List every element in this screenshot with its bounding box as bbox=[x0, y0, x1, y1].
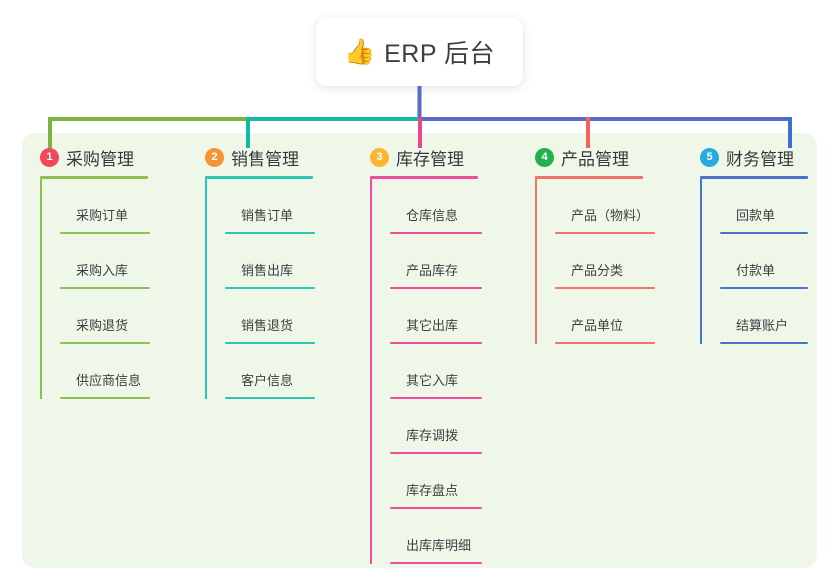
thumbs-up-icon: 👍 bbox=[343, 37, 376, 66]
list-item-rule bbox=[720, 287, 808, 289]
root-node-title: ERP 后台 bbox=[384, 40, 496, 68]
column-header-rule-2 bbox=[205, 176, 313, 179]
list-item[interactable]: 采购订单 bbox=[60, 179, 150, 234]
column-title-3: 库存管理 bbox=[396, 149, 464, 169]
list-item-label: 其它入库 bbox=[406, 373, 459, 388]
list-item[interactable]: 客户信息 bbox=[225, 344, 315, 399]
column-badge-5: 5 bbox=[700, 147, 719, 167]
column-badge-3: 3 bbox=[370, 147, 389, 167]
list-item-rule bbox=[720, 232, 808, 234]
list-item-rule bbox=[390, 232, 482, 234]
list-item-label: 仓库信息 bbox=[406, 208, 459, 223]
list-item-rule bbox=[390, 452, 482, 454]
list-item[interactable]: 销售出库 bbox=[225, 234, 315, 289]
list-item-rule bbox=[225, 397, 315, 399]
list-item-rule bbox=[225, 342, 315, 344]
list-item-label: 产品单位 bbox=[571, 318, 624, 333]
list-item[interactable]: 销售退货 bbox=[225, 289, 315, 344]
list-item-rule bbox=[390, 562, 482, 564]
list-item-rule bbox=[555, 342, 655, 344]
list-item-rule bbox=[555, 287, 655, 289]
column-header-1[interactable]: 1 采购管理 bbox=[40, 145, 148, 169]
list-item-label: 客户信息 bbox=[241, 373, 294, 388]
column-items-1: 采购订单采购入库采购退货供应商信息 bbox=[40, 179, 150, 399]
list-item-label: 付款单 bbox=[736, 263, 776, 278]
column-title-1: 采购管理 bbox=[66, 149, 134, 169]
list-item-rule bbox=[225, 232, 315, 234]
column-title-2: 销售管理 bbox=[231, 149, 299, 169]
column-header-3[interactable]: 3 库存管理 bbox=[370, 145, 478, 169]
list-item[interactable]: 供应商信息 bbox=[60, 344, 150, 399]
column-header-rule-5 bbox=[700, 176, 808, 179]
list-item-label: 出库库明细 bbox=[406, 538, 472, 553]
list-item[interactable]: 回款单 bbox=[720, 179, 808, 234]
list-item-label: 销售退货 bbox=[241, 318, 294, 333]
column-title-4: 产品管理 bbox=[561, 149, 629, 169]
list-item[interactable]: 产品库存 bbox=[390, 234, 482, 289]
list-item-label: 回款单 bbox=[736, 208, 776, 223]
column-badge-4: 4 bbox=[535, 147, 554, 167]
column-header-rule-1 bbox=[40, 176, 148, 179]
column-4: 4 产品管理产品（物料） 产品分类产品单位 bbox=[535, 145, 655, 344]
list-item-rule bbox=[60, 397, 150, 399]
diagram-background-panel bbox=[22, 133, 817, 568]
column-3: 3 库存管理仓库信息产品库存其它出库其它入库库存调拨库存盘点出库库明细 bbox=[370, 145, 482, 564]
list-item-label: 产品库存 bbox=[406, 263, 459, 278]
column-header-5[interactable]: 5 财务管理 bbox=[700, 145, 808, 169]
list-item-label: 供应商信息 bbox=[76, 373, 142, 388]
list-item-rule bbox=[60, 232, 150, 234]
list-item[interactable]: 库存盘点 bbox=[390, 454, 482, 509]
column-items-3: 仓库信息产品库存其它出库其它入库库存调拨库存盘点出库库明细 bbox=[370, 179, 482, 564]
list-item-label: 库存调拨 bbox=[406, 428, 459, 443]
column-1: 1 采购管理采购订单采购入库采购退货供应商信息 bbox=[40, 145, 150, 399]
column-items-5: 回款单付款单结算账户 bbox=[700, 179, 808, 344]
list-item-label: 采购退货 bbox=[76, 318, 129, 333]
list-item[interactable]: 销售订单 bbox=[225, 179, 315, 234]
list-item[interactable]: 仓库信息 bbox=[390, 179, 482, 234]
list-item[interactable]: 结算账户 bbox=[720, 289, 808, 344]
column-header-2[interactable]: 2 销售管理 bbox=[205, 145, 313, 169]
list-item-label: 销售订单 bbox=[241, 208, 294, 223]
list-item-rule bbox=[390, 507, 482, 509]
list-item[interactable]: 采购入库 bbox=[60, 234, 150, 289]
list-item[interactable]: 其它出库 bbox=[390, 289, 482, 344]
column-badge-1: 1 bbox=[40, 147, 59, 167]
list-item-label: 产品（物料） bbox=[571, 208, 650, 223]
list-item-rule bbox=[390, 397, 482, 399]
list-item-label: 其它出库 bbox=[406, 318, 459, 333]
list-item-label: 采购订单 bbox=[76, 208, 129, 223]
column-5: 5 财务管理回款单付款单结算账户 bbox=[700, 145, 808, 344]
list-item-rule bbox=[60, 287, 150, 289]
column-badge-2: 2 bbox=[205, 147, 224, 167]
list-item-rule bbox=[555, 232, 655, 234]
list-item-label: 产品分类 bbox=[571, 263, 624, 278]
column-items-2: 销售订单销售出库销售退货客户信息 bbox=[205, 179, 315, 399]
column-header-4[interactable]: 4 产品管理 bbox=[535, 145, 643, 169]
list-item-rule bbox=[225, 287, 315, 289]
list-item-label: 销售出库 bbox=[241, 263, 294, 278]
column-items-4: 产品（物料） 产品分类产品单位 bbox=[535, 179, 655, 344]
list-item-rule bbox=[390, 287, 482, 289]
list-item[interactable]: 采购退货 bbox=[60, 289, 150, 344]
list-item[interactable]: 出库库明细 bbox=[390, 509, 482, 564]
list-item-label: 采购入库 bbox=[76, 263, 129, 278]
list-item[interactable]: 产品单位 bbox=[555, 289, 655, 344]
list-item-rule bbox=[720, 342, 808, 344]
list-item[interactable]: 付款单 bbox=[720, 234, 808, 289]
column-header-rule-3 bbox=[370, 176, 478, 179]
column-2: 2 销售管理销售订单销售出库销售退货客户信息 bbox=[205, 145, 315, 399]
column-header-rule-4 bbox=[535, 176, 643, 179]
list-item-rule bbox=[390, 342, 482, 344]
list-item-rule bbox=[60, 342, 150, 344]
list-item[interactable]: 库存调拨 bbox=[390, 399, 482, 454]
list-item[interactable]: 其它入库 bbox=[390, 344, 482, 399]
list-item[interactable]: 产品（物料） bbox=[555, 179, 655, 234]
list-item-label: 库存盘点 bbox=[406, 483, 459, 498]
list-item-label: 结算账户 bbox=[736, 318, 789, 333]
list-item[interactable]: 产品分类 bbox=[555, 234, 655, 289]
column-title-5: 财务管理 bbox=[726, 149, 794, 169]
root-node-card[interactable]: 👍 ERP 后台 bbox=[316, 18, 523, 86]
